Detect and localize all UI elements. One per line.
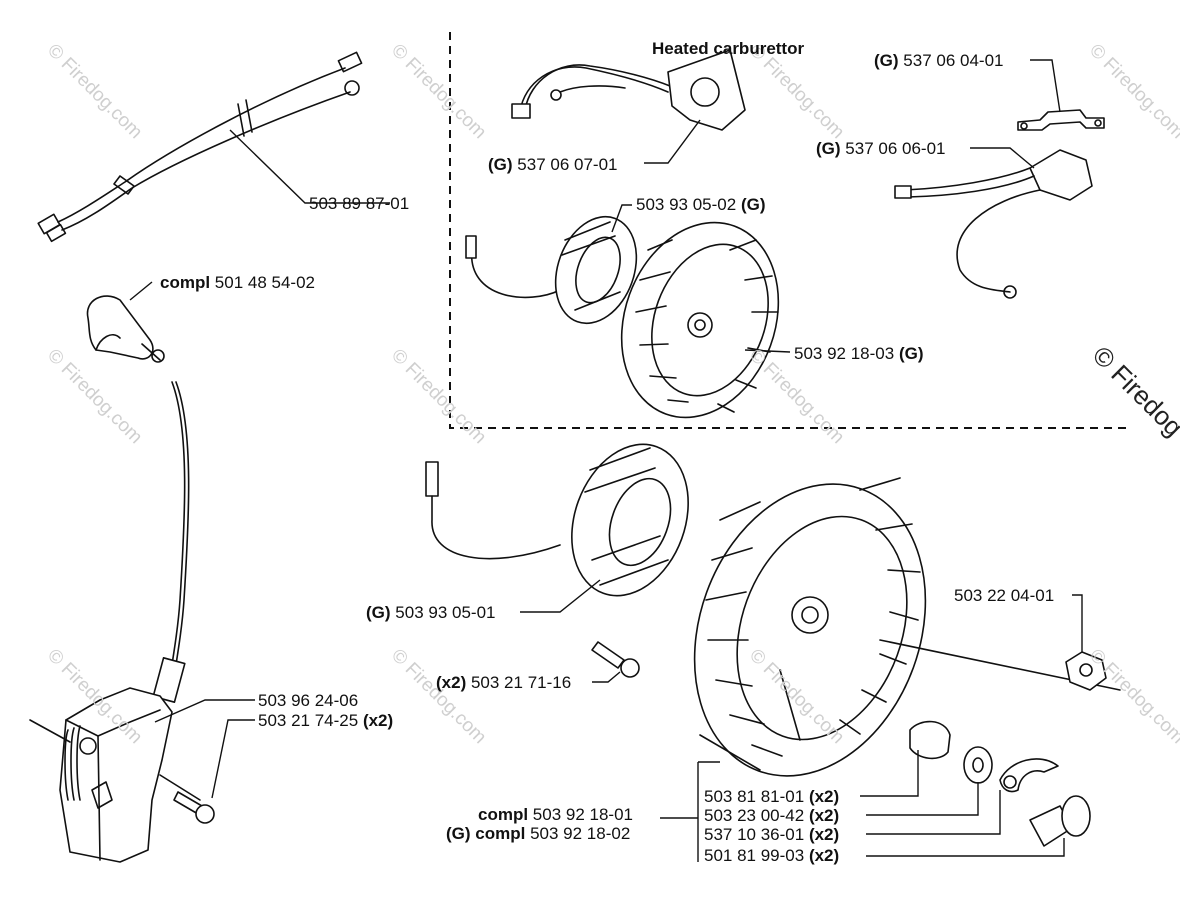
label-503-22-04-01: 503 22 04-01 xyxy=(954,586,1055,605)
leaders-bottom xyxy=(660,750,1065,862)
flywheel-nut xyxy=(879,639,1121,691)
leader-501-48-54-02 xyxy=(129,281,153,301)
wire-harness xyxy=(37,51,363,243)
carburettor-heater xyxy=(511,49,746,131)
spark-plug-cap xyxy=(86,295,165,363)
stator-lower xyxy=(425,443,689,597)
label-537-10-36-01: 537 10 36-01 (x2) xyxy=(704,825,840,844)
label-503-92-18-03: 503 92 18-03 (G) xyxy=(794,344,924,363)
label-503-21-74-25: 503 21 74-25 (x2) xyxy=(258,711,394,730)
leader-503-92-18-03 xyxy=(744,349,791,353)
label-537-06-07-01: (G) 537 06 07-01 xyxy=(488,155,618,174)
leader-537-06-07-01 xyxy=(644,119,701,164)
label-503-93-05-01: (G) 503 93 05-01 xyxy=(366,603,496,622)
leader-503-21-74-25 xyxy=(211,719,255,799)
flywheel-main xyxy=(693,477,927,777)
group-divider-line xyxy=(449,32,1130,429)
label-503-96-24-06: 503 96 24-06 xyxy=(258,691,359,710)
label-537-06-06-01: (G) 537 06 06-01 xyxy=(816,139,946,158)
ignition-module xyxy=(29,381,190,863)
label-501-48-54-02: compl 501 48 54-02 xyxy=(160,273,315,292)
label-heated-carburettor: Heated carburettor xyxy=(652,39,805,58)
module-screw xyxy=(159,774,215,824)
stator-screw xyxy=(591,641,640,678)
leader-537-06-04-01 xyxy=(1030,59,1061,113)
label-537-06-04-01: (G) 537 06 04-01 xyxy=(874,51,1004,70)
label-503-89-87-01: 503 89 87-01 xyxy=(309,194,410,213)
label-503-21-71-16: (x2) 503 21 71-16 xyxy=(436,673,572,692)
leader-503-93-05-02 xyxy=(611,204,632,233)
leader-503-93-05-01 xyxy=(520,579,601,613)
sensor-bracket xyxy=(1017,109,1105,131)
label-503-93-05-02: 503 93 05-02 (G) xyxy=(636,195,766,214)
stator-upper xyxy=(465,215,638,325)
leader-503-89-87-01 xyxy=(229,129,390,204)
label-503-81-81-01: 503 81 81-01 (x2) xyxy=(704,787,840,806)
label-503-92-18-02: (G) compl 503 92 18-02 xyxy=(446,824,631,843)
thermo-switch xyxy=(894,149,1093,299)
starter-pawl-parts xyxy=(909,720,1091,847)
leader-503-96-24-06 xyxy=(154,699,255,723)
leader-503-22-04-01 xyxy=(1072,594,1083,652)
label-501-81-99-03: 501 81 99-03 (x2) xyxy=(704,846,840,865)
leader-537-06-06-01 xyxy=(970,147,1035,169)
label-503-92-18-01: compl 503 92 18-01 xyxy=(478,805,633,824)
leader-503-21-71-16 xyxy=(592,671,621,683)
label-503-23-00-42: 503 23 00-42 (x2) xyxy=(704,806,840,825)
